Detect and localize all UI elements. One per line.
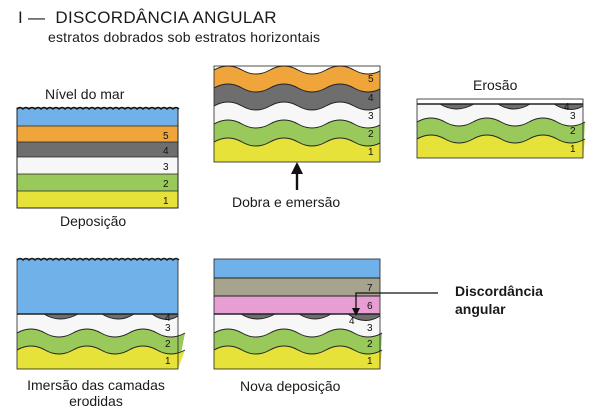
layer-number: 5 bbox=[163, 131, 169, 142]
stratum-1 bbox=[214, 346, 382, 369]
layer-number: 2 bbox=[367, 339, 373, 350]
diagram-subtitle: estratos dobrados sob estratos horizonta… bbox=[48, 29, 321, 45]
stratum-4-remnant bbox=[152, 314, 178, 320]
layer-number: 4 bbox=[564, 102, 570, 113]
angular-unconformity-label: Discordância angular bbox=[455, 282, 543, 318]
diagram-title: I — DISCORDÂNCIA ANGULAR bbox=[18, 8, 277, 27]
sea-level-waves bbox=[16, 106, 180, 110]
immersion-label-line: erodidas bbox=[69, 393, 123, 409]
callout-line: angular bbox=[455, 301, 506, 317]
layer-number: 4 bbox=[368, 93, 374, 104]
layer-number: 3 bbox=[570, 111, 576, 122]
layer-number: 7 bbox=[367, 283, 373, 294]
callout-line: Discordância bbox=[455, 283, 543, 299]
panel-frame bbox=[213, 258, 381, 370]
unconformity-callout-pointer bbox=[352, 292, 438, 316]
sea-layer bbox=[17, 108, 178, 126]
layer-number: 1 bbox=[367, 356, 373, 367]
layer-number: 2 bbox=[368, 129, 374, 140]
immersion-label-line: Imersão das camadas bbox=[27, 377, 165, 393]
layer-number: 3 bbox=[367, 323, 373, 334]
panel-deposition: 5 4 3 2 1 bbox=[16, 106, 180, 209]
layer-number: 3 bbox=[165, 323, 171, 334]
deposition-label: Deposição bbox=[60, 213, 127, 229]
arrow-down-icon bbox=[352, 308, 360, 316]
stratum-1 bbox=[417, 135, 585, 158]
layer-number: 3 bbox=[163, 162, 169, 173]
panel-frame bbox=[416, 98, 584, 159]
layer-number: 2 bbox=[165, 339, 171, 350]
layer-number: 6 bbox=[367, 301, 373, 312]
panel-folding: 5 4 3 2 1 bbox=[213, 65, 381, 190]
layer-number: 2 bbox=[163, 179, 169, 190]
panel-erosion: 4 3 2 1 bbox=[416, 98, 586, 159]
layer-number: 2 bbox=[570, 126, 576, 137]
stratum-5 bbox=[17, 126, 178, 142]
sea-level-label: Nível do mar bbox=[45, 86, 125, 102]
stratum-4 bbox=[17, 142, 178, 157]
layer-number: 4 bbox=[163, 146, 169, 157]
panel-frame bbox=[16, 258, 179, 370]
layer-number: 4 bbox=[165, 313, 171, 324]
stratum-3 bbox=[17, 157, 178, 174]
stratum-4-remnant bbox=[554, 104, 583, 110]
layer-number: 1 bbox=[570, 144, 576, 155]
folding-label: Dobra e emersão bbox=[232, 194, 341, 210]
stratum-1 bbox=[214, 138, 380, 162]
stratum-7 bbox=[214, 278, 380, 296]
layer-number: 1 bbox=[165, 356, 171, 367]
stratum-1 bbox=[17, 346, 185, 369]
layer-number: 4 bbox=[349, 316, 355, 327]
erosion-label: Erosão bbox=[473, 77, 518, 93]
layer-number: 1 bbox=[368, 147, 374, 158]
panel-new-deposition: 7 6 4 3 2 1 bbox=[213, 258, 383, 370]
stratum-6 bbox=[214, 296, 380, 314]
new-deposition-label: Nova deposição bbox=[240, 378, 341, 394]
stratum-1 bbox=[17, 191, 178, 208]
layer-number: 1 bbox=[163, 196, 169, 207]
stratum-2 bbox=[17, 174, 178, 191]
layer-number: 5 bbox=[368, 74, 374, 85]
immersion-label: Imersão das camadas erodidas bbox=[19, 377, 173, 409]
sea-level-waves bbox=[16, 257, 180, 261]
uplift-arrow-icon bbox=[291, 162, 303, 174]
panel-immersion: 4 3 2 1 bbox=[16, 257, 186, 370]
layer-number: 3 bbox=[368, 111, 374, 122]
